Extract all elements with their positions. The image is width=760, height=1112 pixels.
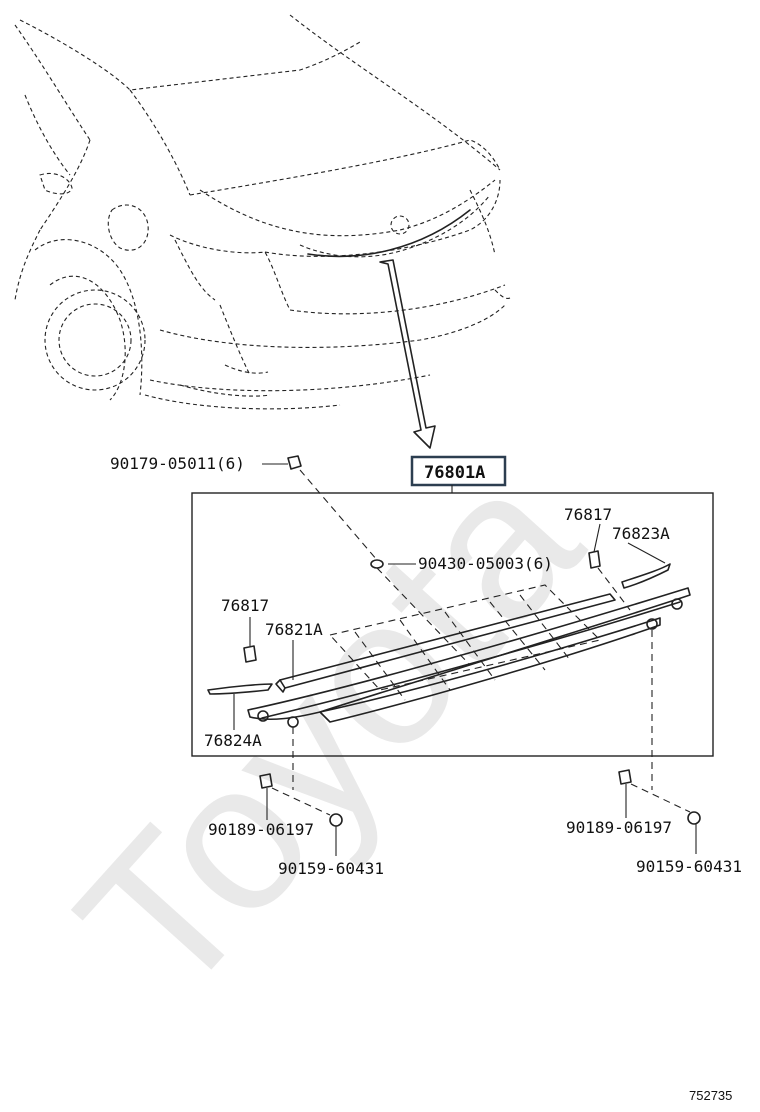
- main-part-label: 76801A: [410, 455, 507, 493]
- bolt-top: [262, 455, 378, 561]
- fasteners-left: [259, 773, 343, 856]
- label-76824A: 76824A: [204, 731, 262, 750]
- label-76817-right: 76817: [564, 505, 612, 524]
- label-90179-05011: 90179-05011(6): [110, 454, 245, 473]
- label-76823A: 76823A: [612, 524, 670, 543]
- car-rear-view: [14, 14, 511, 410]
- location-arrow: [379, 259, 436, 449]
- illustration-id: 752735: [689, 1088, 732, 1103]
- garnish-assembly: [207, 550, 691, 728]
- label-90189-06197-right: 90189-06197: [566, 818, 672, 837]
- label-90430-05003: 90430-05003(6): [418, 554, 553, 573]
- fasteners-right: [618, 769, 701, 854]
- label-90159-60431-right: 90159-60431: [636, 857, 742, 876]
- label-76821A: 76821A: [265, 620, 323, 639]
- main-part-number: 76801A: [424, 463, 485, 483]
- label-90189-06197-left: 90189-06197: [208, 820, 314, 839]
- watermark-text: Toyota: [34, 423, 623, 1040]
- label-90159-60431-left: 90159-60431: [278, 859, 384, 878]
- assembly-box: [191, 492, 714, 757]
- label-76817-left: 76817: [221, 596, 269, 615]
